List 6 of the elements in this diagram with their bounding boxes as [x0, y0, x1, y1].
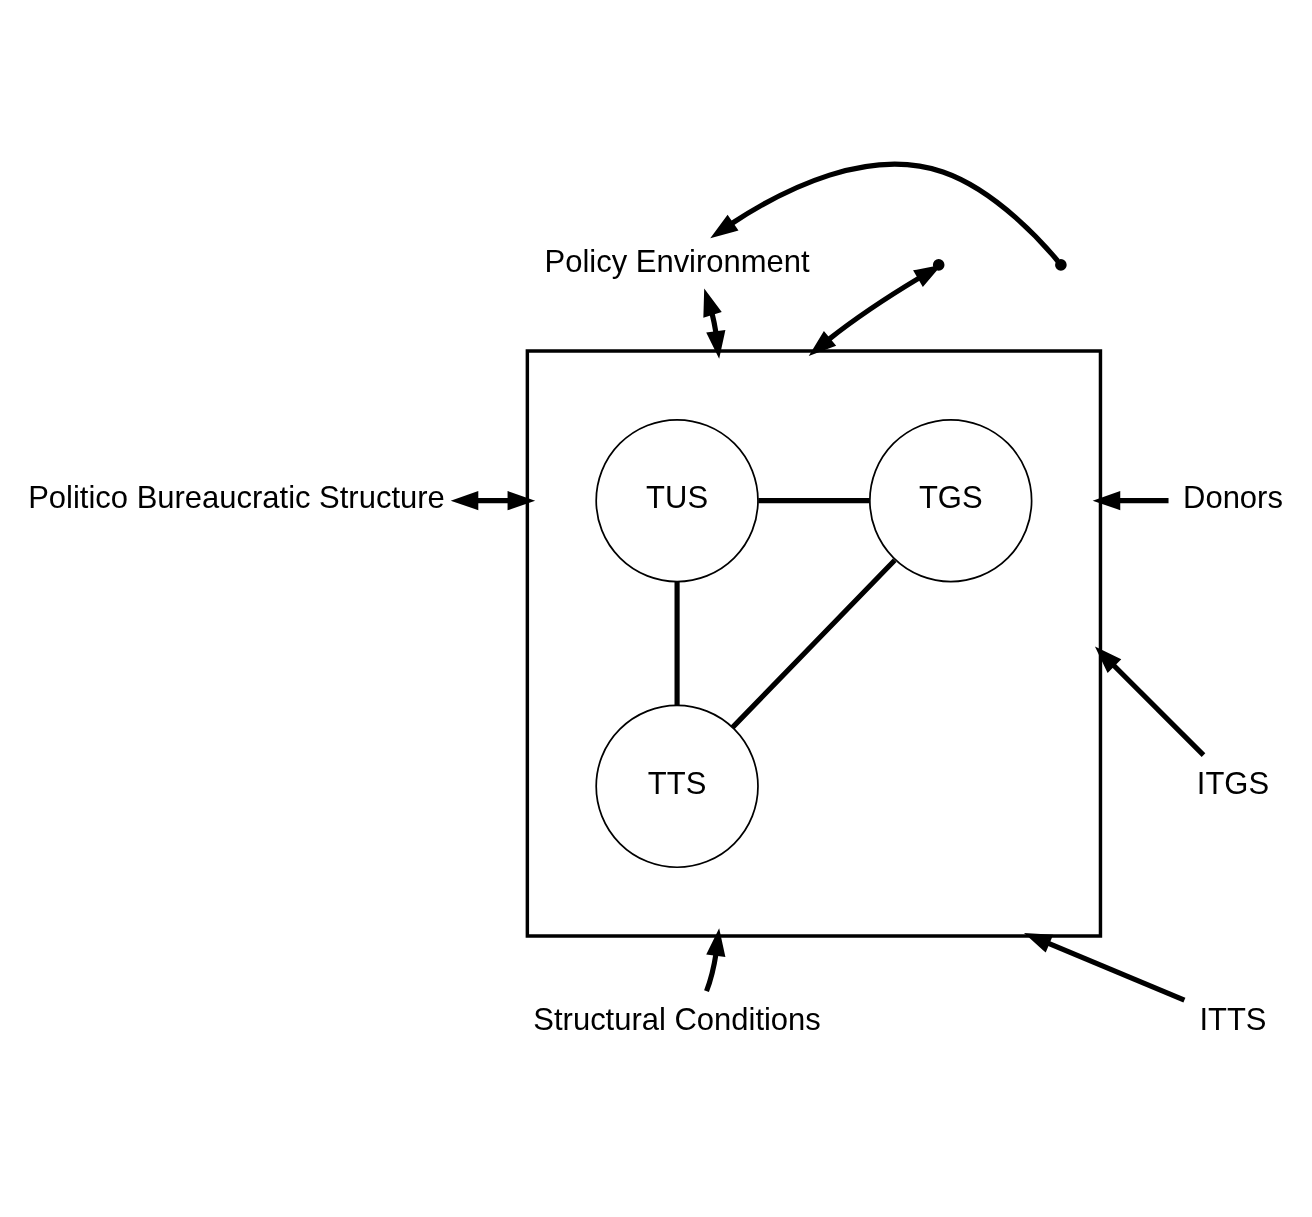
node-text: Policy Environment — [544, 244, 810, 280]
node-text: Donors — [1183, 480, 1283, 516]
node-text: Structural Conditions — [533, 1001, 821, 1037]
node-text: ITTS — [1199, 1001, 1267, 1037]
node-text: Politico Bureaucratic Structure — [28, 480, 445, 516]
node-text: ITGS — [1196, 765, 1270, 801]
